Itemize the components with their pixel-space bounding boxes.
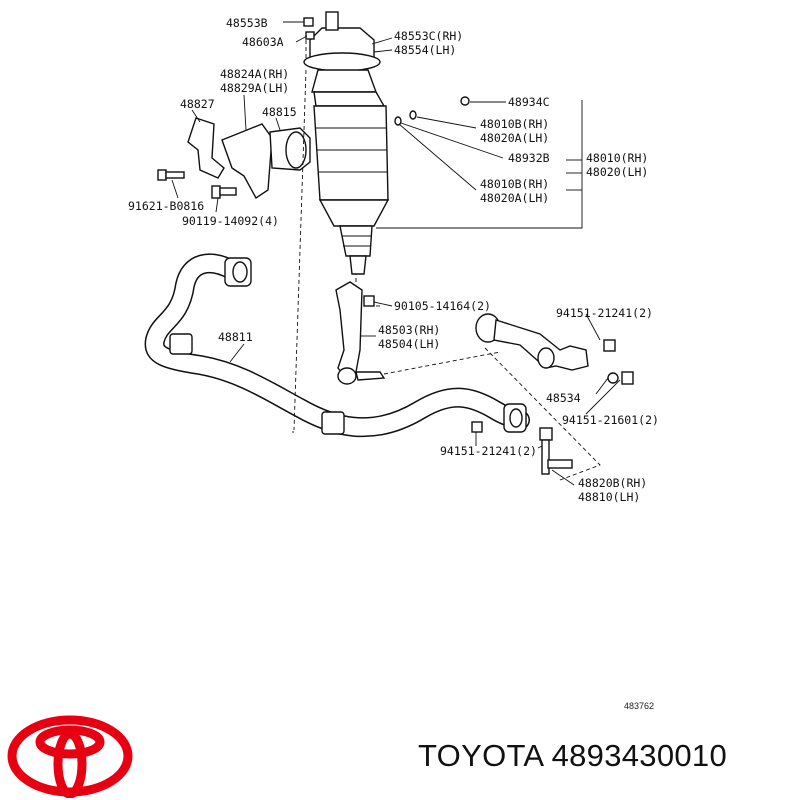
clip-icon bbox=[460, 96, 470, 106]
diagram-reference-code: 483762 bbox=[624, 701, 655, 711]
label-48553c: 48553C(RH) bbox=[394, 29, 463, 43]
label-48815: 48815 bbox=[262, 105, 297, 119]
stabilizer-link bbox=[471, 421, 573, 475]
stabilizer-bracket bbox=[187, 117, 311, 200]
label-48820b: 48820B(RH) bbox=[578, 476, 647, 490]
label-48829a: 48829A(LH) bbox=[220, 81, 289, 95]
toyota-logo bbox=[7, 715, 133, 798]
bolt-icon bbox=[211, 185, 237, 199]
label-48534: 48534 bbox=[546, 391, 581, 405]
label-91621: 91621-B0816 bbox=[128, 199, 204, 213]
label-48504: 48504(LH) bbox=[378, 337, 440, 351]
label-48934c: 48934C bbox=[508, 95, 550, 109]
stabilizer-bar bbox=[144, 253, 530, 438]
nut-icon bbox=[303, 17, 314, 27]
label-48811: 48811 bbox=[218, 330, 253, 344]
nut-icon bbox=[621, 371, 634, 385]
upper-arm-assembly bbox=[475, 313, 634, 385]
label-48603a: 48603A bbox=[242, 35, 284, 49]
label-48824a: 48824A(RH) bbox=[220, 67, 289, 81]
label-94151-b: 94151-21601(2) bbox=[562, 413, 659, 427]
label-90105: 90105-14164(2) bbox=[394, 299, 491, 313]
label-90119: 90119-14092(4) bbox=[182, 214, 279, 228]
washer-icon bbox=[607, 372, 619, 384]
label-48010: 48010(RH) bbox=[586, 151, 648, 165]
label-48010b-top: 48010B(RH) bbox=[480, 117, 549, 131]
label-48932b: 48932B bbox=[508, 151, 550, 165]
lower-arm bbox=[335, 281, 386, 385]
bolt-icon bbox=[157, 169, 185, 181]
label-48553b: 48553B bbox=[226, 16, 268, 30]
air-spring-assembly bbox=[303, 11, 390, 275]
label-94151-c: 94151-21241(2) bbox=[440, 444, 537, 458]
nut-icon bbox=[471, 421, 483, 433]
label-94151-a: 94151-21241(2) bbox=[556, 306, 653, 320]
label-48020a-top: 48020A(LH) bbox=[480, 131, 549, 145]
o-ring-icon bbox=[409, 110, 417, 120]
label-48020a-bot: 48020A(LH) bbox=[480, 191, 549, 205]
nut-icon bbox=[603, 339, 616, 352]
part-caption: TOYOTA 4893430010 bbox=[418, 738, 727, 773]
o-ring-icon bbox=[394, 116, 402, 126]
label-48827: 48827 bbox=[180, 97, 215, 111]
label-48010b-bot: 48010B(RH) bbox=[480, 177, 549, 191]
label-48554: 48554(LH) bbox=[394, 43, 456, 57]
washer-icon bbox=[305, 31, 315, 40]
label-48810: 48810(LH) bbox=[578, 490, 640, 504]
label-48020: 48020(LH) bbox=[586, 165, 648, 179]
label-48503: 48503(RH) bbox=[378, 323, 440, 337]
